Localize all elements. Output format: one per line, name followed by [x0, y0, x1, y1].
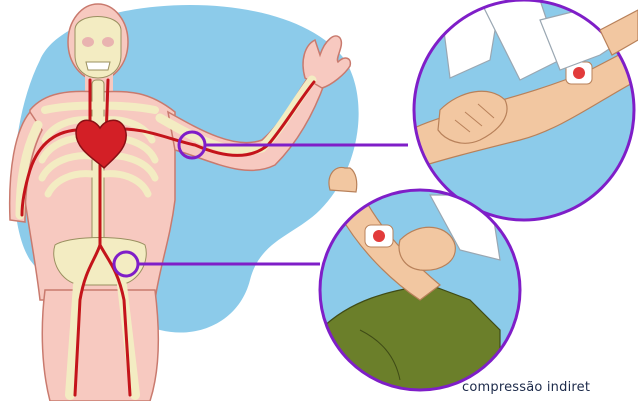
leg-compression-inset: [320, 190, 520, 401]
clavicles: [45, 106, 155, 111]
foot-above-inset: [329, 167, 357, 192]
caption: compressão indiret: [462, 380, 590, 395]
legs: [42, 290, 158, 401]
groin-pressing-hand-icon: [399, 227, 455, 270]
